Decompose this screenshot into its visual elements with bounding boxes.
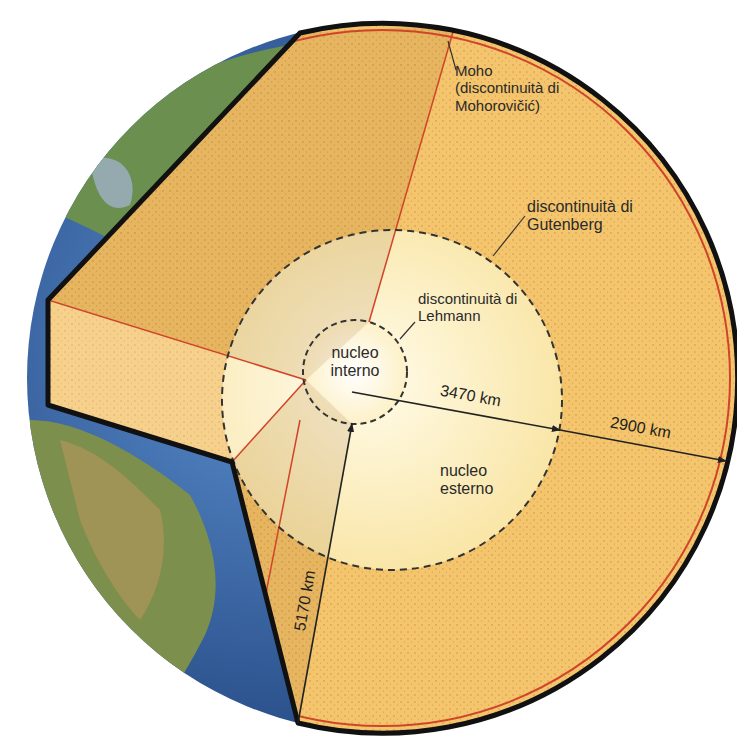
land bbox=[20, 420, 216, 740]
core-label: nucleo interno bbox=[320, 344, 390, 381]
cut-face bbox=[48, 300, 306, 462]
lehmann-line bbox=[303, 320, 407, 424]
leader-line bbox=[400, 322, 415, 339]
cut-outline bbox=[48, 23, 737, 733]
discontinuity-label: discontinuità di Lehmann bbox=[418, 290, 528, 325]
inner-core-shape bbox=[303, 320, 407, 424]
land bbox=[60, 440, 164, 620]
face-edge bbox=[369, 25, 455, 322]
face-edge bbox=[48, 300, 306, 380]
leader-line bbox=[493, 216, 525, 256]
discontinuity-label: Moho (discontinuità di Mohorovičić) bbox=[455, 62, 573, 114]
face-edge bbox=[245, 420, 300, 700]
core-label: nucleo esterno bbox=[440, 462, 518, 499]
moho-line bbox=[34, 30, 730, 726]
lake bbox=[90, 158, 133, 208]
discontinuity-label: discontinuità di Gutenberg bbox=[527, 198, 645, 235]
inner-core: nucleo interno bbox=[303, 320, 407, 424]
outer-core: nucleo esterno nucleo interno bbox=[222, 230, 562, 570]
gutenberg-line bbox=[222, 230, 562, 570]
leader-line bbox=[448, 41, 456, 70]
